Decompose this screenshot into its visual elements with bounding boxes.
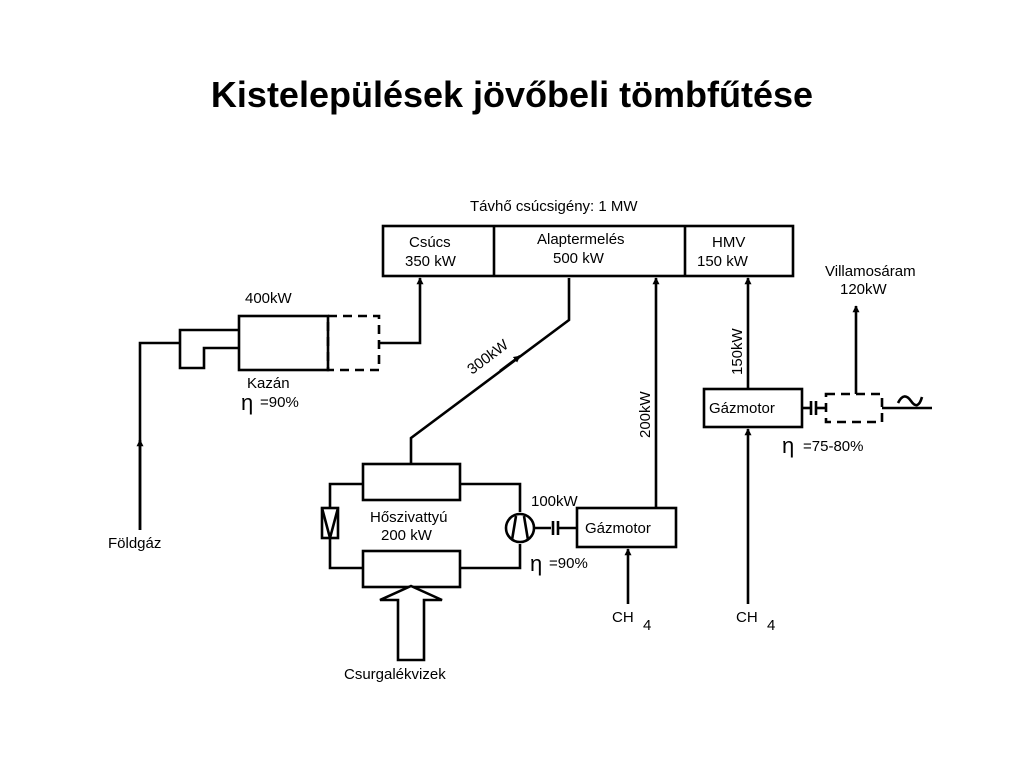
hmv-box-label: HMV [712, 234, 745, 251]
gas-motor-1-shaft-power: 100kW [531, 493, 579, 510]
gm1-fuel-sub: 4 [643, 617, 651, 634]
demand-bar: Csúcs 350 kW Alaptermelés 500 kW HMV 150… [381, 224, 795, 278]
hp-loop-right-top [460, 482, 522, 512]
hp-loop-left-bottom [328, 538, 363, 570]
boiler-name: Kazán [247, 375, 290, 392]
base-box-label: Alaptermelés [537, 231, 625, 248]
evaporator [361, 549, 462, 589]
heat-pump: Hőszivattyú 200 kW Csurgalékvizek [320, 462, 536, 683]
boiler-eta-symbol: η [241, 390, 253, 415]
gas-motor-1: Gázmotor 100kW η =90% [530, 493, 678, 576]
electricity-name: Villamosáram [825, 263, 916, 280]
valve-mark [320, 507, 340, 544]
compressor-pump-icon [504, 512, 536, 544]
gas-motor-1-efficiency: =90% [549, 555, 588, 572]
page-title: Kistelepülések jövőbeli tömbfűtése [210, 74, 814, 115]
boiler-efficiency: =90% [260, 394, 299, 411]
demand-header: Távhő csúcsigény: 1 MW [470, 198, 638, 215]
pump-mark [510, 515, 530, 541]
gas-feed-line [138, 341, 180, 530]
peak-box-label: Csúcs [409, 234, 451, 251]
boiler-extension [326, 314, 381, 372]
hp-output-arrow-icon [499, 354, 521, 373]
boiler-burner [178, 328, 239, 370]
gm2-heat-flow: 150kW [729, 327, 746, 375]
gas-motor-1-name: Gázmotor [585, 520, 651, 537]
hp-output-line [409, 278, 571, 464]
boiler-body [237, 314, 330, 372]
electricity-power: 120kW [840, 281, 888, 298]
gas-motor-1-body [575, 506, 678, 549]
boiler-to-peak-arrow-icon [379, 277, 424, 345]
generator-icon [824, 392, 884, 424]
gm1-heat-flow: 200kW [637, 390, 654, 438]
hp-loop-right-bottom [460, 544, 522, 570]
heat-pump-name: Hőszivattyú [370, 509, 448, 526]
wastewater-inflow-arrow-icon [379, 584, 443, 662]
heat-pump-source: Csurgalékvizek [344, 666, 446, 683]
boiler-power: 400kW [245, 290, 293, 307]
heat-pump-power: 200 kW [381, 527, 433, 544]
gas-motor-1-eta-symbol: η [530, 551, 542, 576]
ac-symbol-icon [896, 395, 924, 407]
gm2-fuel-sub: 4 [767, 617, 775, 634]
gas-motor-2-efficiency: =75-80% [803, 438, 863, 455]
gas-motor-2-name: Gázmotor [709, 400, 775, 417]
hmv-box-value: 150 kW [697, 253, 749, 270]
demand-bar-frame [381, 224, 795, 278]
hp-output-flow: 300kW [464, 336, 512, 378]
peak-box-value: 350 kW [405, 253, 457, 270]
gas-motor-2: Gázmotor η =75-80% [702, 387, 932, 458]
gm2-fuel: CH [736, 609, 758, 626]
gas-motor-2-eta-symbol: η [782, 433, 794, 458]
gm1-fuel: CH [612, 609, 634, 626]
natural-gas-label: Földgáz [108, 535, 161, 552]
base-box-value: 500 kW [553, 250, 605, 267]
boiler: 400kW Kazán η =90% [178, 290, 381, 415]
condenser [361, 462, 462, 502]
hp-loop-left-top [328, 482, 363, 508]
